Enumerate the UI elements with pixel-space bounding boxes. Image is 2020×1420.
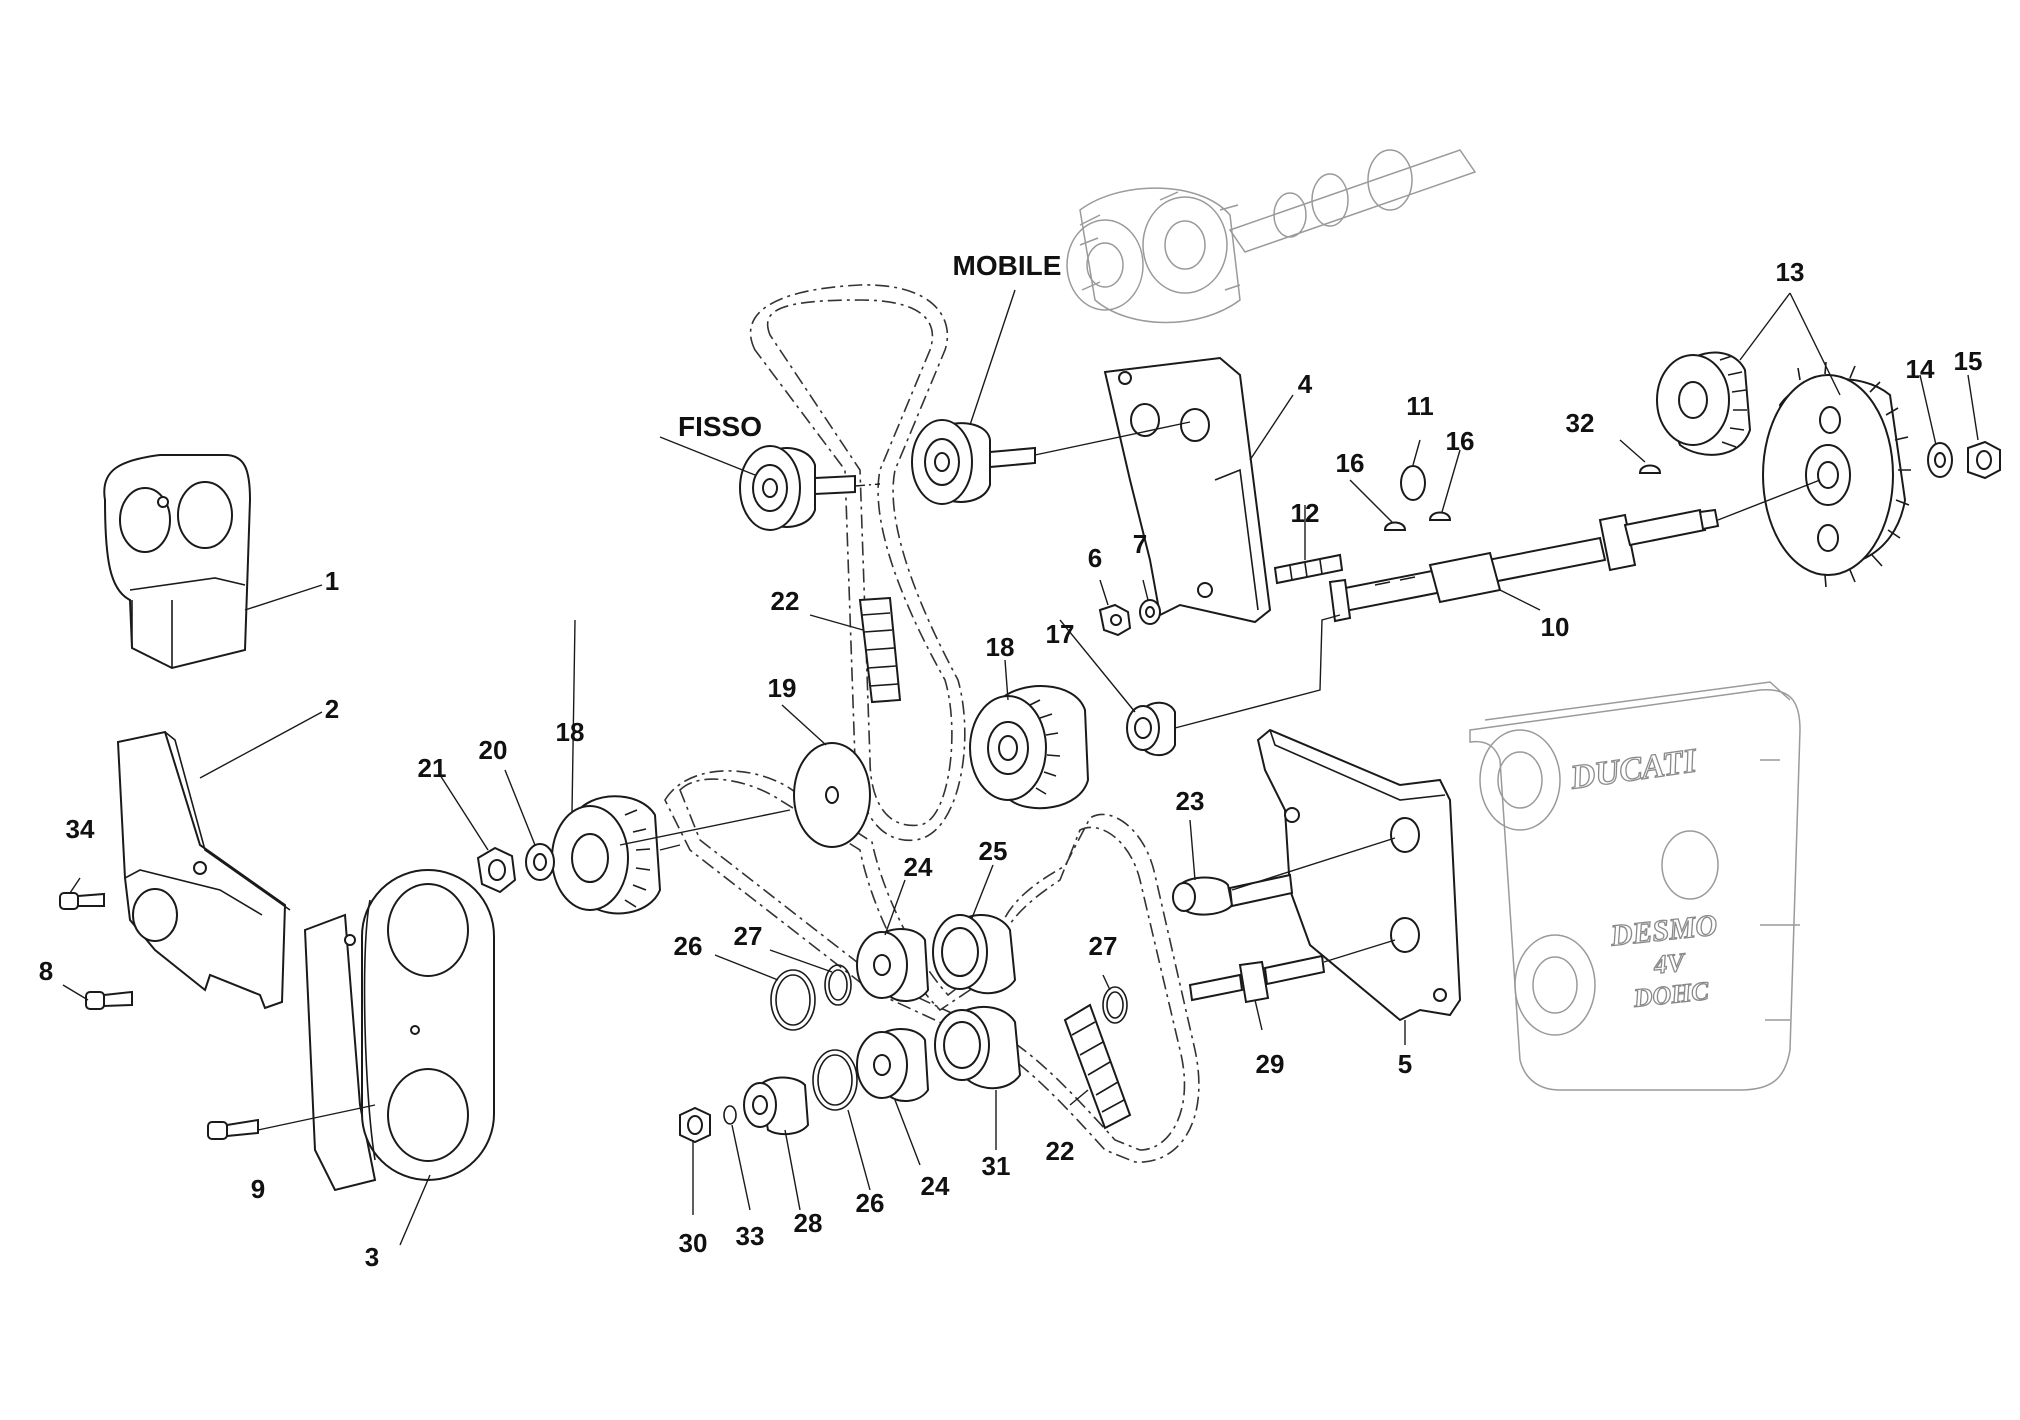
circlip-27-right (1102, 986, 1128, 1024)
callout-18b: 18 (556, 717, 585, 747)
belt-segment-22-lower (1063, 1003, 1132, 1130)
assembly-axes (619, 421, 1821, 963)
callout-3: 3 (365, 1242, 379, 1272)
tensioner-pulley-fisso (739, 445, 856, 531)
part-5-lower-bracket (1256, 728, 1462, 1022)
stud-12 (1273, 553, 1344, 585)
timing-belts (664, 284, 1200, 1163)
callout-27b: 27 (1089, 931, 1118, 961)
woodruff-key-16a (1383, 521, 1407, 531)
part-2-lower-cover (116, 730, 291, 1010)
callout-15: 15 (1954, 346, 1983, 376)
callout-34: 34 (66, 814, 95, 844)
circlip-26-lower (812, 1049, 858, 1111)
pulley-18-upper (969, 685, 1090, 810)
nut-6 (1098, 603, 1132, 637)
stud-23 (1172, 873, 1294, 916)
tensioner-pulley-mobile (911, 419, 1036, 505)
ghost-camshaft (1066, 149, 1477, 324)
callout-22b: 22 (1046, 1136, 1075, 1166)
engine-stamp-line3: DOHC (1631, 976, 1710, 1013)
circlip-26-upper (770, 969, 816, 1031)
ghost-engine-case (1469, 681, 1801, 1091)
callout-13: 13 (1776, 257, 1805, 287)
part-13-small-gear (1656, 351, 1752, 456)
woodruff-key-32 (1638, 464, 1662, 474)
bush-28 (743, 1076, 810, 1136)
engine-stamp-line1: DESMO (1608, 909, 1719, 953)
callout-26b: 26 (856, 1188, 885, 1218)
label-fisso: FISSO (678, 411, 762, 442)
belt-segment-22-upper (858, 596, 902, 704)
callout-29: 29 (1256, 1049, 1285, 1079)
callout-16b: 16 (1446, 426, 1475, 456)
callout-27a: 27 (734, 921, 763, 951)
callout-6: 6 (1088, 543, 1102, 573)
callout-32: 32 (1566, 408, 1595, 438)
idler-roller-25 (932, 913, 1017, 995)
callout-11: 11 (1406, 391, 1434, 421)
callout-18a: 18 (986, 632, 1015, 662)
callout-2: 2 (325, 694, 339, 724)
callout-21: 21 (418, 753, 447, 783)
leader-lines (62, 289, 1979, 1246)
nut-30 (679, 1106, 711, 1144)
key-11 (1400, 465, 1426, 501)
engine-stamp-line2: 4V (1652, 947, 1689, 979)
callout-28: 28 (794, 1208, 823, 1238)
pulley-18-lower (551, 795, 662, 915)
callout-26a: 26 (674, 931, 703, 961)
callout-numbers: 1 2 3 4 5 6 7 8 9 10 11 12 13 14 15 16 1… (39, 257, 1983, 1272)
nut-21 (476, 846, 517, 894)
part-3-outer-cover (303, 869, 495, 1192)
callout-30: 30 (679, 1228, 708, 1258)
circlip-27-upper (824, 964, 852, 1006)
washer-19 (793, 742, 871, 848)
nut-15 (1967, 440, 2001, 480)
callout-24a: 24 (904, 852, 933, 882)
callout-1: 1 (325, 566, 339, 596)
callout-22a: 22 (771, 586, 800, 616)
roller-24-upper (856, 928, 930, 1002)
callout-23: 23 (1176, 786, 1205, 816)
stud-29 (1188, 954, 1326, 1004)
callout-19: 19 (768, 673, 797, 703)
callout-25: 25 (979, 836, 1008, 866)
part-1-upper-cover (103, 454, 252, 670)
part-10-shaft (1328, 508, 1720, 623)
callout-33: 33 (736, 1221, 765, 1251)
callout-8: 8 (39, 956, 53, 986)
washer-7 (1139, 599, 1161, 625)
callout-4: 4 (1298, 369, 1313, 399)
callout-31: 31 (982, 1151, 1011, 1181)
part-13-large-gear (1762, 361, 1911, 588)
roller-24-lower (856, 1028, 930, 1102)
bolt-34 (59, 892, 105, 910)
callout-17: 17 (1046, 619, 1075, 649)
bolt-9 (207, 1118, 259, 1140)
callout-14: 14 (1906, 354, 1935, 384)
callout-16a: 16 (1336, 448, 1365, 478)
part-4-upper-bracket (1103, 356, 1272, 624)
label-mobile: MOBILE (953, 250, 1062, 281)
callout-5: 5 (1398, 1049, 1412, 1079)
callout-12: 12 (1291, 498, 1320, 528)
callout-24b: 24 (921, 1171, 950, 1201)
callout-10: 10 (1541, 612, 1570, 642)
callout-20: 20 (479, 735, 508, 765)
washer-14 (1927, 442, 1953, 478)
washer-20 (525, 843, 555, 881)
woodruff-key-16b (1428, 511, 1452, 521)
roller-31 (934, 1005, 1022, 1090)
ring-33 (723, 1105, 737, 1125)
engine-brand-stamp: DUCATI (1567, 742, 1700, 797)
spacer-17 (1126, 701, 1176, 757)
bolt-8 (85, 990, 133, 1010)
callout-9: 9 (251, 1174, 265, 1204)
callout-7: 7 (1133, 529, 1147, 559)
